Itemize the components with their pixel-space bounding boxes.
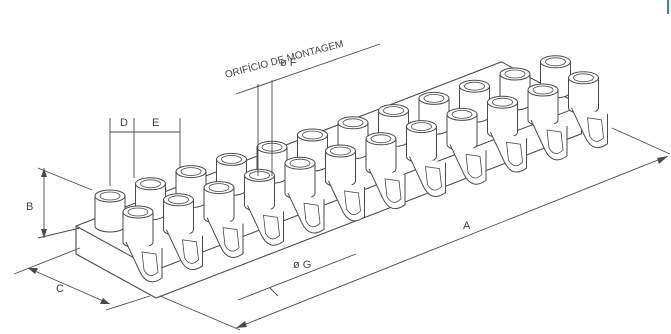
terminal-front-bore (492, 97, 513, 107)
terminal-back-bore (221, 154, 242, 164)
terminal-front-bore (330, 146, 351, 156)
terminal-back-bore (140, 179, 161, 189)
dim-b-extension-bottom (37, 227, 81, 239)
dim-b-label: B (26, 201, 33, 213)
dim-c-label: C (56, 283, 64, 295)
terminal-clamp-slot (222, 227, 240, 252)
terminal-group (94, 55, 608, 283)
terminal-front-bore (127, 207, 149, 217)
terminal-front-bore (168, 195, 189, 205)
dim-a-extension-left (159, 295, 241, 331)
terminal (135, 177, 203, 271)
terminal (94, 189, 163, 283)
terminal (459, 79, 527, 173)
terminal-clamp-slot (465, 153, 483, 179)
terminal-clamp-slot (384, 178, 402, 203)
terminal-front-bore (249, 170, 270, 180)
dim-c-line (27, 267, 111, 305)
terminal-clamp-slot (506, 141, 523, 167)
dim-e-label: E (152, 117, 159, 129)
terminal-front-bore (411, 122, 432, 131)
dim-c-extension-right (105, 295, 151, 311)
terminal-back-bore (464, 81, 485, 91)
terminal-front-bore (451, 110, 473, 119)
terminal-clamp-slot (182, 239, 199, 264)
dim-g-tick (269, 287, 279, 297)
dim-c-arrow-left (28, 268, 38, 274)
terminal-clamp-slot (425, 166, 442, 191)
terminal-clamp-slot (344, 190, 361, 215)
terminal-clamp-slot (263, 214, 280, 240)
dim-b-extension-top (37, 167, 93, 191)
terminal-clamp-slot (546, 129, 564, 154)
dim-g-label: ø G (293, 259, 311, 271)
terminal-back-bore (180, 167, 202, 177)
dim-g-line (237, 253, 357, 301)
terminal-clamp-slot (141, 251, 159, 276)
terminal-front-bore (370, 134, 392, 144)
terminal-back-bore (423, 94, 445, 103)
dim-b-arrow-top (41, 168, 47, 177)
terminal-clamp-slot (587, 117, 604, 142)
dim-a-line (235, 155, 669, 329)
dim-d-label: D (120, 117, 128, 129)
terminal-front-bore (289, 158, 311, 168)
dim-f-label: ø F (280, 57, 297, 69)
terminal-front-bore (532, 85, 554, 95)
dim-a-arrow-right (657, 156, 668, 164)
terminal-back-bore (504, 69, 526, 79)
terminal-front-bore (573, 73, 594, 83)
terminal-back-bore (545, 57, 566, 67)
dim-c-arrow-right (100, 298, 110, 304)
terminal (175, 165, 244, 258)
terminal (297, 128, 365, 222)
terminal (499, 67, 568, 161)
dim-f-leader (235, 43, 381, 95)
mounting-hole-label: ORIFÍCIO DE MONTAGEM (223, 37, 344, 81)
terminal-back-bore (383, 106, 404, 115)
dim-a-arrow-left (236, 321, 247, 328)
terminal-front-bore (208, 183, 230, 193)
terminal-back-bore (302, 130, 323, 140)
dim-a-extension-right (611, 127, 671, 155)
terminal-back-bore (342, 118, 364, 128)
accent-bar (667, 0, 669, 14)
dim-b-arrow-bottom (41, 229, 47, 238)
arrowheads (28, 156, 668, 328)
dim-a-label: A (463, 220, 471, 232)
dimension-lines (13, 43, 671, 331)
terminal-clamp-slot (303, 202, 321, 228)
terminal-back-bore (99, 191, 121, 201)
dim-c-extension-left (13, 247, 81, 275)
